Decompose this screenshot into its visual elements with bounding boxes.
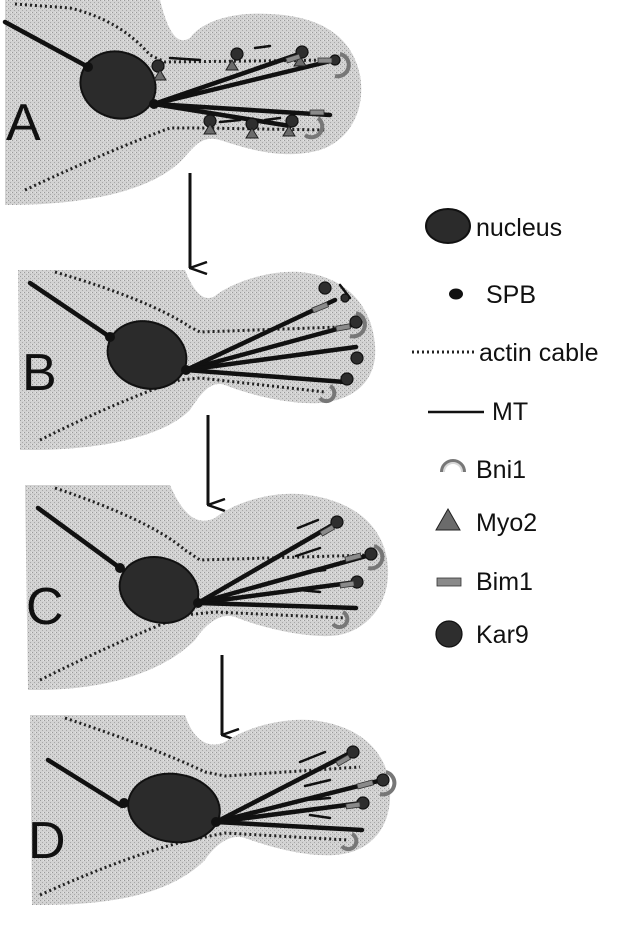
legend-label-mt: MT — [492, 398, 528, 426]
kar9-dot — [341, 373, 353, 385]
legend-item-spb: SPB — [449, 281, 536, 309]
legend-item-mt: MT — [428, 398, 528, 426]
kar9-dot — [351, 352, 363, 364]
legend-label-bni1: Bni1 — [476, 456, 526, 484]
bim1-marker — [310, 110, 324, 115]
legend-label-bim1: Bim1 — [476, 568, 533, 596]
legend-item-nucleus: nucleus — [426, 209, 562, 243]
kar9-legend-icon — [436, 621, 462, 647]
kar9-dot — [152, 60, 164, 72]
panel-letter-b: B — [22, 344, 57, 402]
bim1-legend-icon — [437, 578, 461, 586]
kar9-dot — [286, 115, 298, 127]
legend-label-spb: SPB — [486, 281, 536, 309]
panel-letter-d: D — [28, 812, 66, 870]
legend-label-actin: actin cable — [479, 339, 599, 367]
panel-c: C — [25, 485, 388, 690]
legend: nucleus SPB actin cable MT Bni1 Myo2 Bim… — [412, 209, 599, 649]
myo2-legend-icon — [436, 509, 460, 530]
panel-letter-a: A — [6, 94, 41, 152]
legend-label-kar9: Kar9 — [476, 621, 529, 649]
legend-item-actin: actin cable — [412, 339, 599, 367]
legend-item-bim1: Bim1 — [437, 568, 533, 596]
spb-dot — [83, 62, 93, 72]
legend-label-nucleus: nucleus — [476, 214, 562, 242]
bim1-marker — [318, 58, 332, 63]
spb-legend-icon — [449, 289, 463, 300]
legend-label-myo2: Myo2 — [476, 509, 537, 537]
spb-dot — [115, 563, 125, 573]
panel-a: A — [5, 0, 361, 205]
kar9-dot — [365, 548, 377, 560]
panel-letter-c: C — [26, 578, 64, 636]
legend-item-myo2: Myo2 — [436, 509, 537, 537]
cell-c — [25, 485, 388, 690]
legend-item-kar9: Kar9 — [436, 621, 529, 649]
kar9-dot — [231, 48, 243, 60]
legend-item-bni1: Bni1 — [442, 456, 526, 484]
kar9-dot — [341, 294, 349, 302]
kar9-dot — [350, 316, 362, 328]
kar9-dot — [377, 774, 389, 786]
spb-dot — [119, 798, 129, 808]
nucleus-legend-icon — [426, 209, 470, 243]
bni1-legend-icon-inner — [444, 463, 462, 472]
kar9-dot — [319, 282, 331, 294]
spb-dot — [105, 332, 115, 342]
panel-d: D — [28, 715, 394, 905]
panel-b: B — [18, 270, 375, 450]
